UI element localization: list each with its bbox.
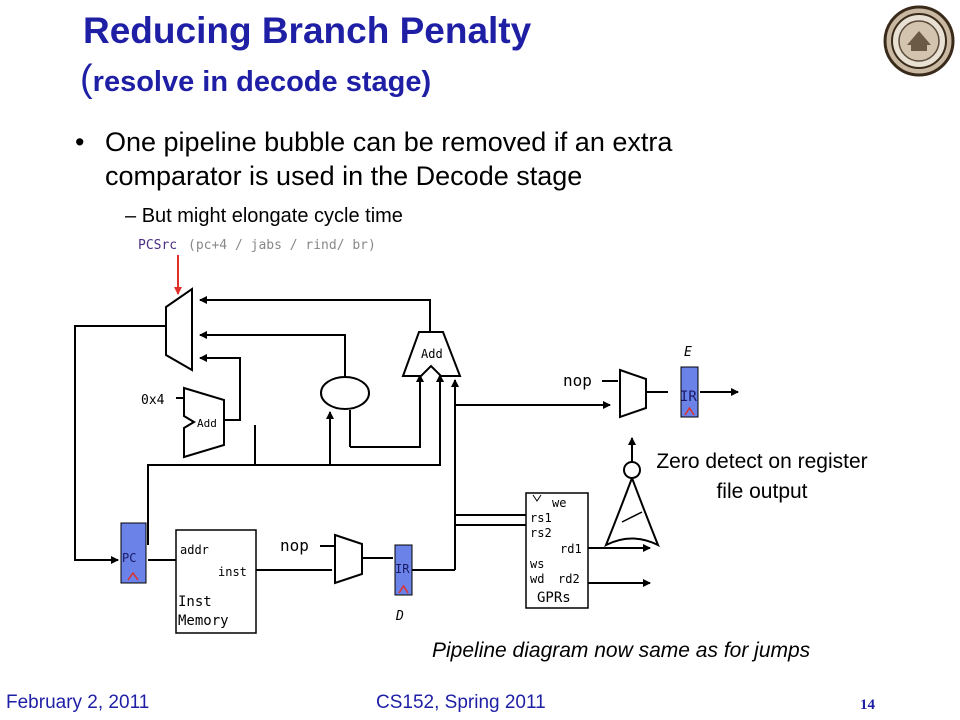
stage-d-label: D [395, 609, 404, 624]
footer-course: CS152, Spring 2011 [376, 692, 546, 713]
pcsrc-label: PCSrc [138, 238, 177, 253]
sub-bullet-text: But might elongate cycle time [141, 205, 403, 227]
ir-execute-register [680, 366, 699, 418]
gprs-rs2: rs2 [530, 526, 552, 540]
pipeline-note: Pipeline diagram now same as for jumps [432, 639, 811, 662]
pc-adder-label: Add [197, 417, 217, 430]
pc-adder [183, 386, 225, 459]
branch-adder-label: Add [421, 347, 443, 361]
instruction-memory [175, 529, 257, 634]
gprs-rd1: rd1 [560, 542, 582, 556]
nop-decode-label: nop [280, 536, 309, 555]
university-seal [883, 5, 955, 77]
gprs-rd2: rd2 [558, 572, 580, 586]
ir-execute-label: IR [680, 389, 697, 405]
slide-subtitle: (resolve in decode stage) [80, 58, 431, 101]
branch-adder [401, 331, 462, 377]
zero-detect-note: Zero detect on register file output [656, 450, 868, 503]
gprs-name: GPRs [537, 590, 571, 606]
footer-date: February 2, 2011 [6, 692, 150, 713]
ir-decode-register [394, 544, 413, 596]
subtitle-text: resolve in decode stage) [92, 66, 432, 98]
bullet-dot: • [75, 127, 85, 157]
imem-name-2: Memory [178, 613, 229, 629]
zero-detect-bubble [623, 461, 641, 479]
page-number: 14 [860, 697, 875, 713]
slide-title: Reducing Branch Penalty [83, 10, 532, 51]
pc-mux [165, 287, 193, 372]
imem-name-1: Inst [178, 594, 212, 610]
nop-execute-label: nop [563, 371, 592, 390]
gprs-ws: ws [530, 557, 544, 571]
imem-inst-label: inst [218, 565, 247, 579]
comparator-oval [320, 376, 370, 410]
pc-register-label: PC [122, 551, 136, 565]
gprs-register-file [525, 492, 589, 609]
ir-decode-label: IR [395, 562, 410, 576]
gprs-wd: wd [530, 572, 544, 586]
bullet-text: One pipeline bubble can be removed if an… [105, 127, 673, 191]
sub-bullet: – But might elongate cycle time [125, 205, 403, 228]
decode-nop-mux [334, 533, 363, 585]
execute-nop-mux [619, 368, 647, 419]
zero-detect-gate [604, 475, 660, 548]
gprs-rs1: rs1 [530, 511, 552, 525]
sub-bullet-dash: – [125, 205, 137, 227]
gprs-we: we [552, 496, 566, 510]
constant-four-label: 0x4 [141, 393, 165, 408]
pcsrc-options: (pc+4 / jabs / rind/ br) [188, 238, 376, 253]
imem-addr-label: addr [180, 543, 209, 557]
stage-e-label: E [684, 345, 692, 360]
subtitle-paren: ( [80, 58, 93, 100]
